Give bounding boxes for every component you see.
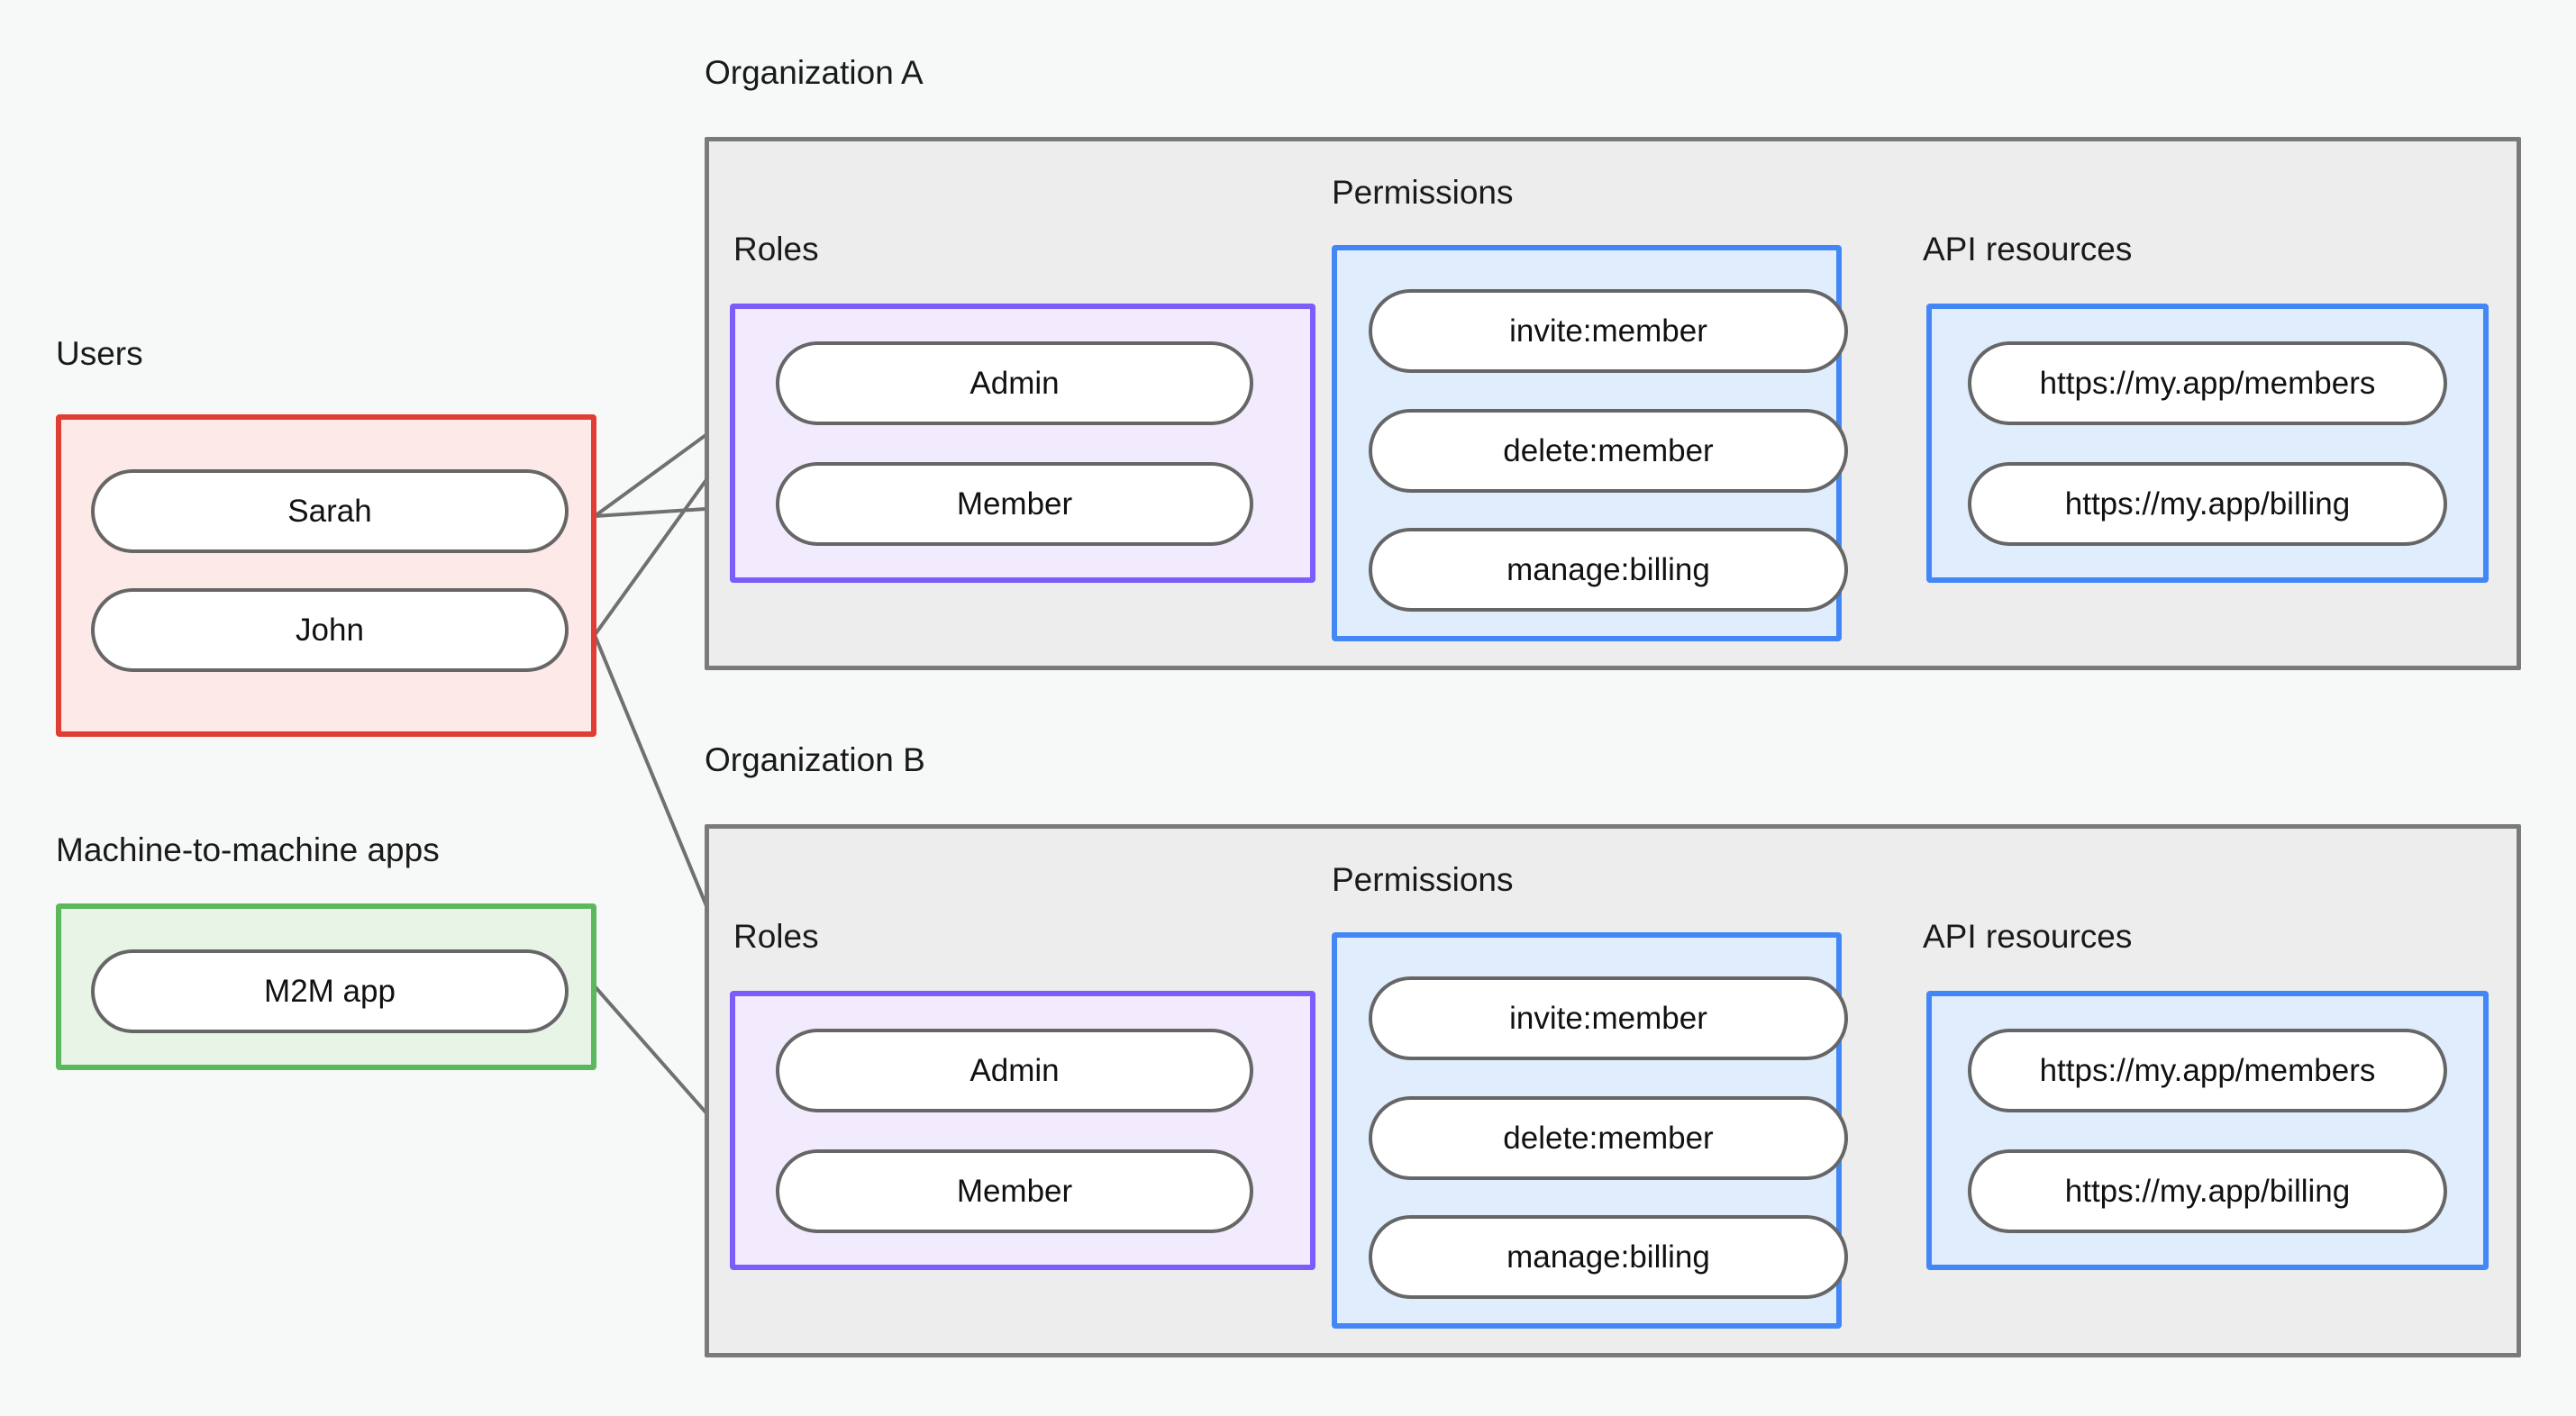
orgB-role-pill-admin[interactable]: Admin: [776, 1029, 1253, 1112]
m2m-group-box: M2M app: [56, 903, 596, 1070]
orgB-permission-pill-invite-member[interactable]: invite:member: [1369, 976, 1848, 1060]
orgB-api-resources-label: API resources: [1923, 918, 2133, 955]
user-pill-sarah[interactable]: Sarah: [91, 469, 569, 553]
users-group-box: Sarah John: [56, 414, 596, 737]
orgB-permissions-box: invite:member delete:member manage:billi…: [1332, 932, 1848, 1329]
orgA-permission-pill-manage-billing[interactable]: manage:billing: [1369, 528, 1848, 612]
orgA-role-pill-member[interactable]: Member: [776, 462, 1253, 546]
orgB-permissions-label: Permissions: [1332, 861, 1514, 898]
orgB-permission-pill-manage-billing[interactable]: manage:billing: [1369, 1215, 1848, 1299]
orgA-permission-pill-delete-member[interactable]: delete:member: [1369, 409, 1848, 493]
orgA-api-pill-members[interactable]: https://my.app/members: [1968, 341, 2447, 425]
orgB-api-resources-box: https://my.app/members https://my.app/bi…: [1926, 991, 2489, 1270]
orgA-roles-box: Admin Member: [730, 304, 1315, 583]
users-group-label: Users: [56, 335, 143, 372]
m2m-pill-app[interactable]: M2M app: [91, 949, 569, 1033]
orgB-roles-box: Admin Member: [730, 991, 1315, 1270]
orgA-permissions-label: Permissions: [1332, 174, 1514, 211]
orgB-roles-label: Roles: [733, 918, 819, 955]
orgA-permissions-box: invite:member delete:member manage:billi…: [1332, 245, 1848, 641]
orgB-role-pill-member[interactable]: Member: [776, 1149, 1253, 1233]
orgA-permission-pill-invite-member[interactable]: invite:member: [1369, 289, 1848, 373]
m2m-group-label: Machine-to-machine apps: [56, 831, 440, 868]
orgA-roles-label: Roles: [733, 231, 819, 268]
orgB-api-pill-members[interactable]: https://my.app/members: [1968, 1029, 2447, 1112]
organization-a-label: Organization A: [705, 54, 924, 91]
orgA-api-resources-label: API resources: [1923, 231, 2133, 268]
organization-b-label: Organization B: [705, 741, 925, 778]
user-pill-john[interactable]: John: [91, 588, 569, 672]
orgB-permission-pill-delete-member[interactable]: delete:member: [1369, 1096, 1848, 1180]
orgA-api-pill-billing[interactable]: https://my.app/billing: [1968, 462, 2447, 546]
orgB-api-pill-billing[interactable]: https://my.app/billing: [1968, 1149, 2447, 1233]
orgA-api-resources-box: https://my.app/members https://my.app/bi…: [1926, 304, 2489, 583]
orgA-role-pill-admin[interactable]: Admin: [776, 341, 1253, 425]
